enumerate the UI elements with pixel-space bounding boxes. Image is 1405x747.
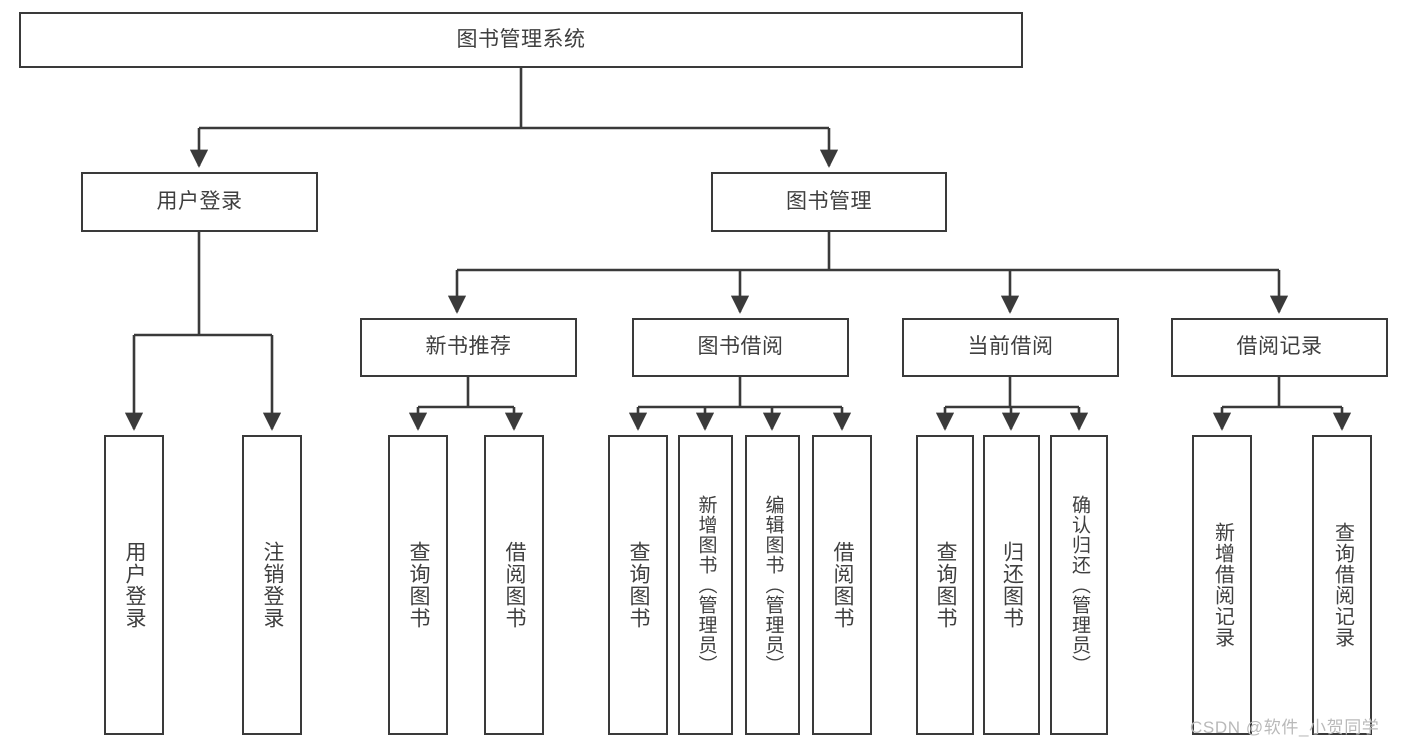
node-label: 查询图书 — [407, 541, 431, 629]
leaf-borrow-query-book[interactable]: 查询图书 — [608, 435, 668, 735]
node-label: 用户登录 — [123, 541, 147, 629]
node-label: 查询图书 — [934, 541, 958, 629]
node-label: 查询图书 — [627, 541, 651, 629]
leaf-borrow-edit-book[interactable]: 编辑图书（管理员） — [745, 435, 800, 735]
leaf-recommend-query-book[interactable]: 查询图书 — [388, 435, 448, 735]
node-label: 当前借阅 — [967, 335, 1054, 359]
node-label: 新增图书（管理员） — [695, 495, 717, 675]
leaf-current-return-book[interactable]: 归还图书 — [983, 435, 1040, 735]
node-book-management[interactable]: 图书管理 — [711, 172, 947, 232]
node-book-borrow[interactable]: 图书借阅 — [632, 318, 849, 377]
csdn-watermark: CSDN @软件_小贺同学 — [1190, 718, 1380, 737]
leaf-borrow-add-book[interactable]: 新增图书（管理员） — [678, 435, 733, 735]
node-label: 借阅记录 — [1236, 335, 1323, 359]
node-label: 借阅图书 — [503, 541, 527, 629]
node-label: 图书管理系统 — [456, 27, 586, 51]
node-borrow-record[interactable]: 借阅记录 — [1171, 318, 1388, 377]
node-label: 图书管理 — [786, 189, 872, 213]
leaf-record-add-record[interactable]: 新增借阅记录 — [1192, 435, 1252, 735]
node-label: 确认归还（管理员） — [1068, 495, 1090, 675]
node-label: 归还图书 — [1000, 541, 1024, 629]
node-label: 图书借阅 — [697, 335, 784, 359]
leaf-user-login[interactable]: 用户登录 — [104, 435, 164, 735]
leaf-logout[interactable]: 注销登录 — [242, 435, 302, 735]
leaf-current-confirm-return[interactable]: 确认归还（管理员） — [1050, 435, 1108, 735]
node-label: 借阅图书 — [831, 541, 855, 629]
node-current-borrow[interactable]: 当前借阅 — [902, 318, 1119, 377]
node-label: 用户登录 — [156, 189, 243, 213]
leaf-record-query-record[interactable]: 查询借阅记录 — [1312, 435, 1372, 735]
node-label: 新书推荐 — [425, 335, 512, 359]
leaf-recommend-borrow-book[interactable]: 借阅图书 — [484, 435, 544, 735]
node-new-book-recommend[interactable]: 新书推荐 — [360, 318, 577, 377]
leaf-borrow-borrow-book[interactable]: 借阅图书 — [812, 435, 872, 735]
node-label: 注销登录 — [261, 541, 285, 629]
node-user-login[interactable]: 用户登录 — [81, 172, 318, 232]
node-label: 查询借阅记录 — [1331, 522, 1354, 648]
node-root-system[interactable]: 图书管理系统 — [19, 12, 1023, 68]
node-label: 编辑图书（管理员） — [762, 495, 784, 675]
leaf-current-query-book[interactable]: 查询图书 — [916, 435, 974, 735]
node-label: 新增借阅记录 — [1211, 522, 1234, 648]
